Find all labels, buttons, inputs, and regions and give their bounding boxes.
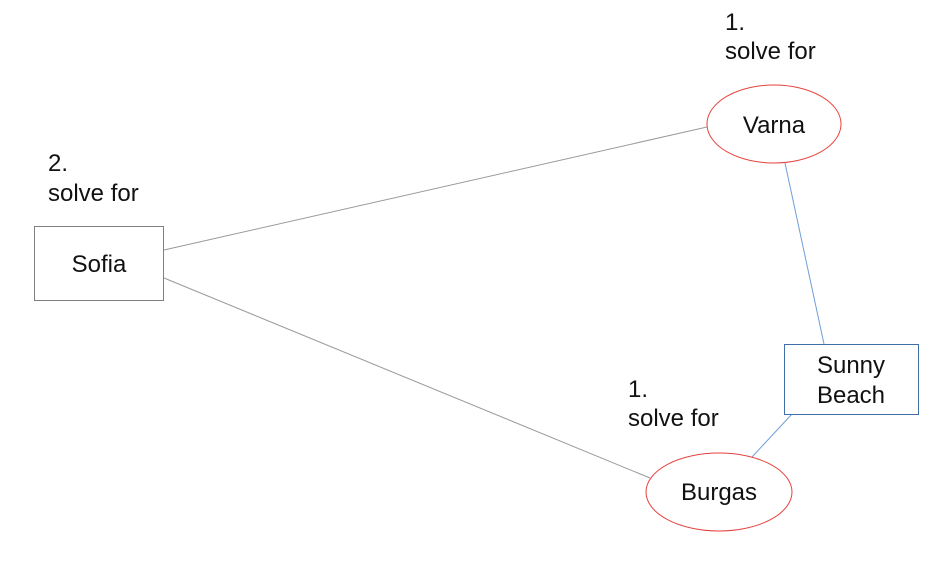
annotation-burgas: 1. solve for xyxy=(628,376,719,432)
node-burgas-label: Burgas xyxy=(681,479,757,506)
edge-sofia-burgas xyxy=(163,277,651,479)
annotation-burgas-number: 1. xyxy=(628,376,648,403)
node-sunny-beach-shape xyxy=(784,344,919,415)
annotation-varna: 1. solve for xyxy=(725,9,816,65)
annotation-sofia-text: solve for xyxy=(48,180,139,207)
annotation-sofia-number: 2. xyxy=(48,150,68,177)
edge-sofia-varna xyxy=(163,126,708,251)
node-sunny-beach-label-line2: Beach xyxy=(817,382,885,409)
node-varna[interactable]: Varna xyxy=(706,84,842,164)
node-varna-label: Varna xyxy=(743,112,806,139)
node-varna-shape xyxy=(706,84,842,164)
annotation-varna-text: solve for xyxy=(725,38,816,65)
annotation-sofia: 2. solve for xyxy=(48,150,139,207)
annotation-burgas-text: solve for xyxy=(628,405,719,432)
node-sofia-label: Sofia xyxy=(72,251,127,278)
node-sofia-shape xyxy=(34,226,164,301)
node-sunny-beach[interactable]: Sunny Beach xyxy=(784,344,919,415)
node-burgas-shape xyxy=(645,452,793,532)
edge-sunny-beach-burgas xyxy=(751,413,793,458)
node-burgas[interactable]: Burgas xyxy=(645,452,793,532)
node-sunny-beach-label-line1: Sunny xyxy=(817,352,885,379)
node-sofia[interactable]: Sofia xyxy=(34,226,164,301)
edge-varna-sunny-beach xyxy=(784,162,825,345)
annotation-varna-number: 1. xyxy=(725,9,745,36)
